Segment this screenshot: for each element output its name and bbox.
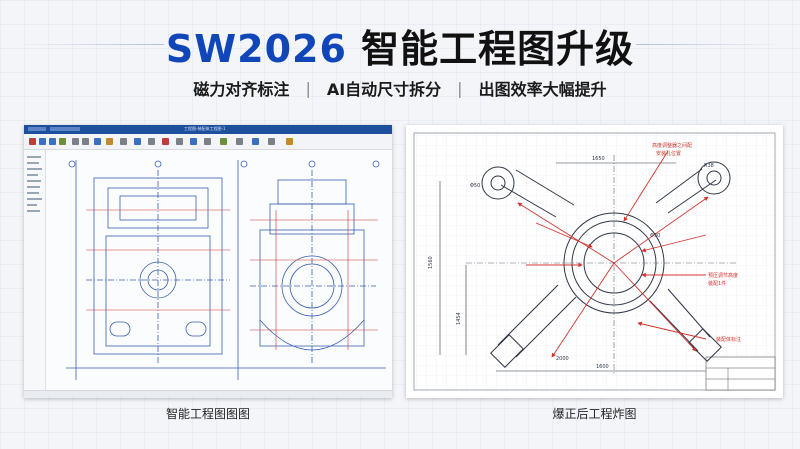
dim-1560: 1560 [428, 256, 434, 269]
ribbon-tool-icon [72, 138, 79, 145]
annotation-1: 高度调整器之间配 [652, 142, 692, 149]
tree-item [27, 210, 40, 212]
drawing-canvas [46, 150, 392, 390]
left-caption: 智能工程图图图 [165, 407, 250, 421]
ribbon-tool-icon [268, 138, 275, 145]
right-caption: 爆正后工程炸图 [552, 407, 637, 421]
dim-1600: 1600 [596, 364, 609, 370]
ribbon-tool-icon [39, 138, 46, 145]
annotation-4: 装配1件 [708, 280, 726, 287]
annotation-3: 预压调节高度 [708, 272, 738, 279]
page-title: SW2026 智能工程图升级 [0, 18, 800, 73]
app-menu-bar [50, 127, 80, 131]
tree-item [27, 204, 37, 206]
tree-item [27, 156, 41, 158]
ribbon-tool-icon [94, 138, 101, 145]
quick-access-toolbar [28, 127, 46, 131]
feature-efficiency: 出图效率大幅提升 [478, 80, 607, 99]
tree-item [27, 168, 42, 170]
ribbon-tool-icon [49, 138, 56, 145]
tree-item [27, 180, 41, 182]
tree-item [27, 162, 39, 164]
status-bar [24, 390, 392, 398]
tree-item [27, 198, 42, 200]
decor-rule-right [636, 44, 786, 45]
title-brand: SW2026 [165, 27, 347, 71]
ribbon-tool-icon [162, 138, 169, 145]
ribbon-tool-icon [236, 138, 243, 145]
ribbon-tool-icon [286, 138, 293, 145]
ribbon-tool-icon [134, 138, 141, 145]
dim-phi30: Φ30 [650, 233, 660, 239]
exploded-drawing: 1650 1560 1454 1600 2000 Φ50 R38 Φ30 高度调… [406, 125, 783, 398]
ribbon-tool-icon [252, 138, 259, 145]
dim-2000: 2000 [556, 356, 569, 362]
feature-list: 磁力对齐标注 | AI自动尺寸拆分 | 出图效率大幅提升 [0, 76, 800, 100]
window-title: 工程图-装配体工程图-1 [184, 126, 226, 131]
title-rest: 智能工程图升级 [361, 27, 635, 71]
ribbon-tool-icon [120, 138, 127, 145]
ribbon-tool-icon [82, 138, 89, 145]
feature-ai-dimension: AI自动尺寸拆分 [326, 80, 442, 99]
feature-tree [24, 150, 46, 390]
annotation-5: 装配体标注 [716, 336, 741, 343]
feature-magnetic-align: 磁力对齐标注 [193, 80, 290, 99]
cad-window-screenshot: 工程图-装配体工程图-1 [24, 125, 392, 398]
dim-1454: 1454 [456, 312, 462, 325]
ribbon-tool-icon [220, 138, 227, 145]
ribbon-tool-icon [176, 138, 183, 145]
ribbon-tool-icon [29, 138, 36, 145]
ribbon-tool-icon [204, 138, 211, 145]
ribbon-tool-icon [190, 138, 197, 145]
tree-item [27, 192, 39, 194]
annotation-2: 安装孔位置 [656, 150, 681, 157]
ribbon-tool-icon [59, 138, 66, 145]
ribbon-toolbar [24, 134, 392, 150]
exploded-drawing-panel: 1650 1560 1454 1600 2000 Φ50 R38 Φ30 高度调… [406, 125, 783, 398]
dim-1650: 1650 [592, 156, 605, 162]
tree-item [27, 186, 40, 188]
ribbon-tool-icon [106, 138, 113, 145]
tree-item [27, 174, 38, 176]
window-title-bar: 工程图-装配体工程图-1 [24, 125, 392, 134]
dim-phi50: Φ50 [470, 183, 480, 189]
ribbon-tool-icon [148, 138, 155, 145]
feature-separator: | [305, 78, 311, 98]
feature-separator: | [457, 78, 463, 98]
engineering-drawing [66, 160, 386, 380]
dim-r38: R38 [704, 163, 714, 169]
decor-rule-left [14, 44, 164, 45]
